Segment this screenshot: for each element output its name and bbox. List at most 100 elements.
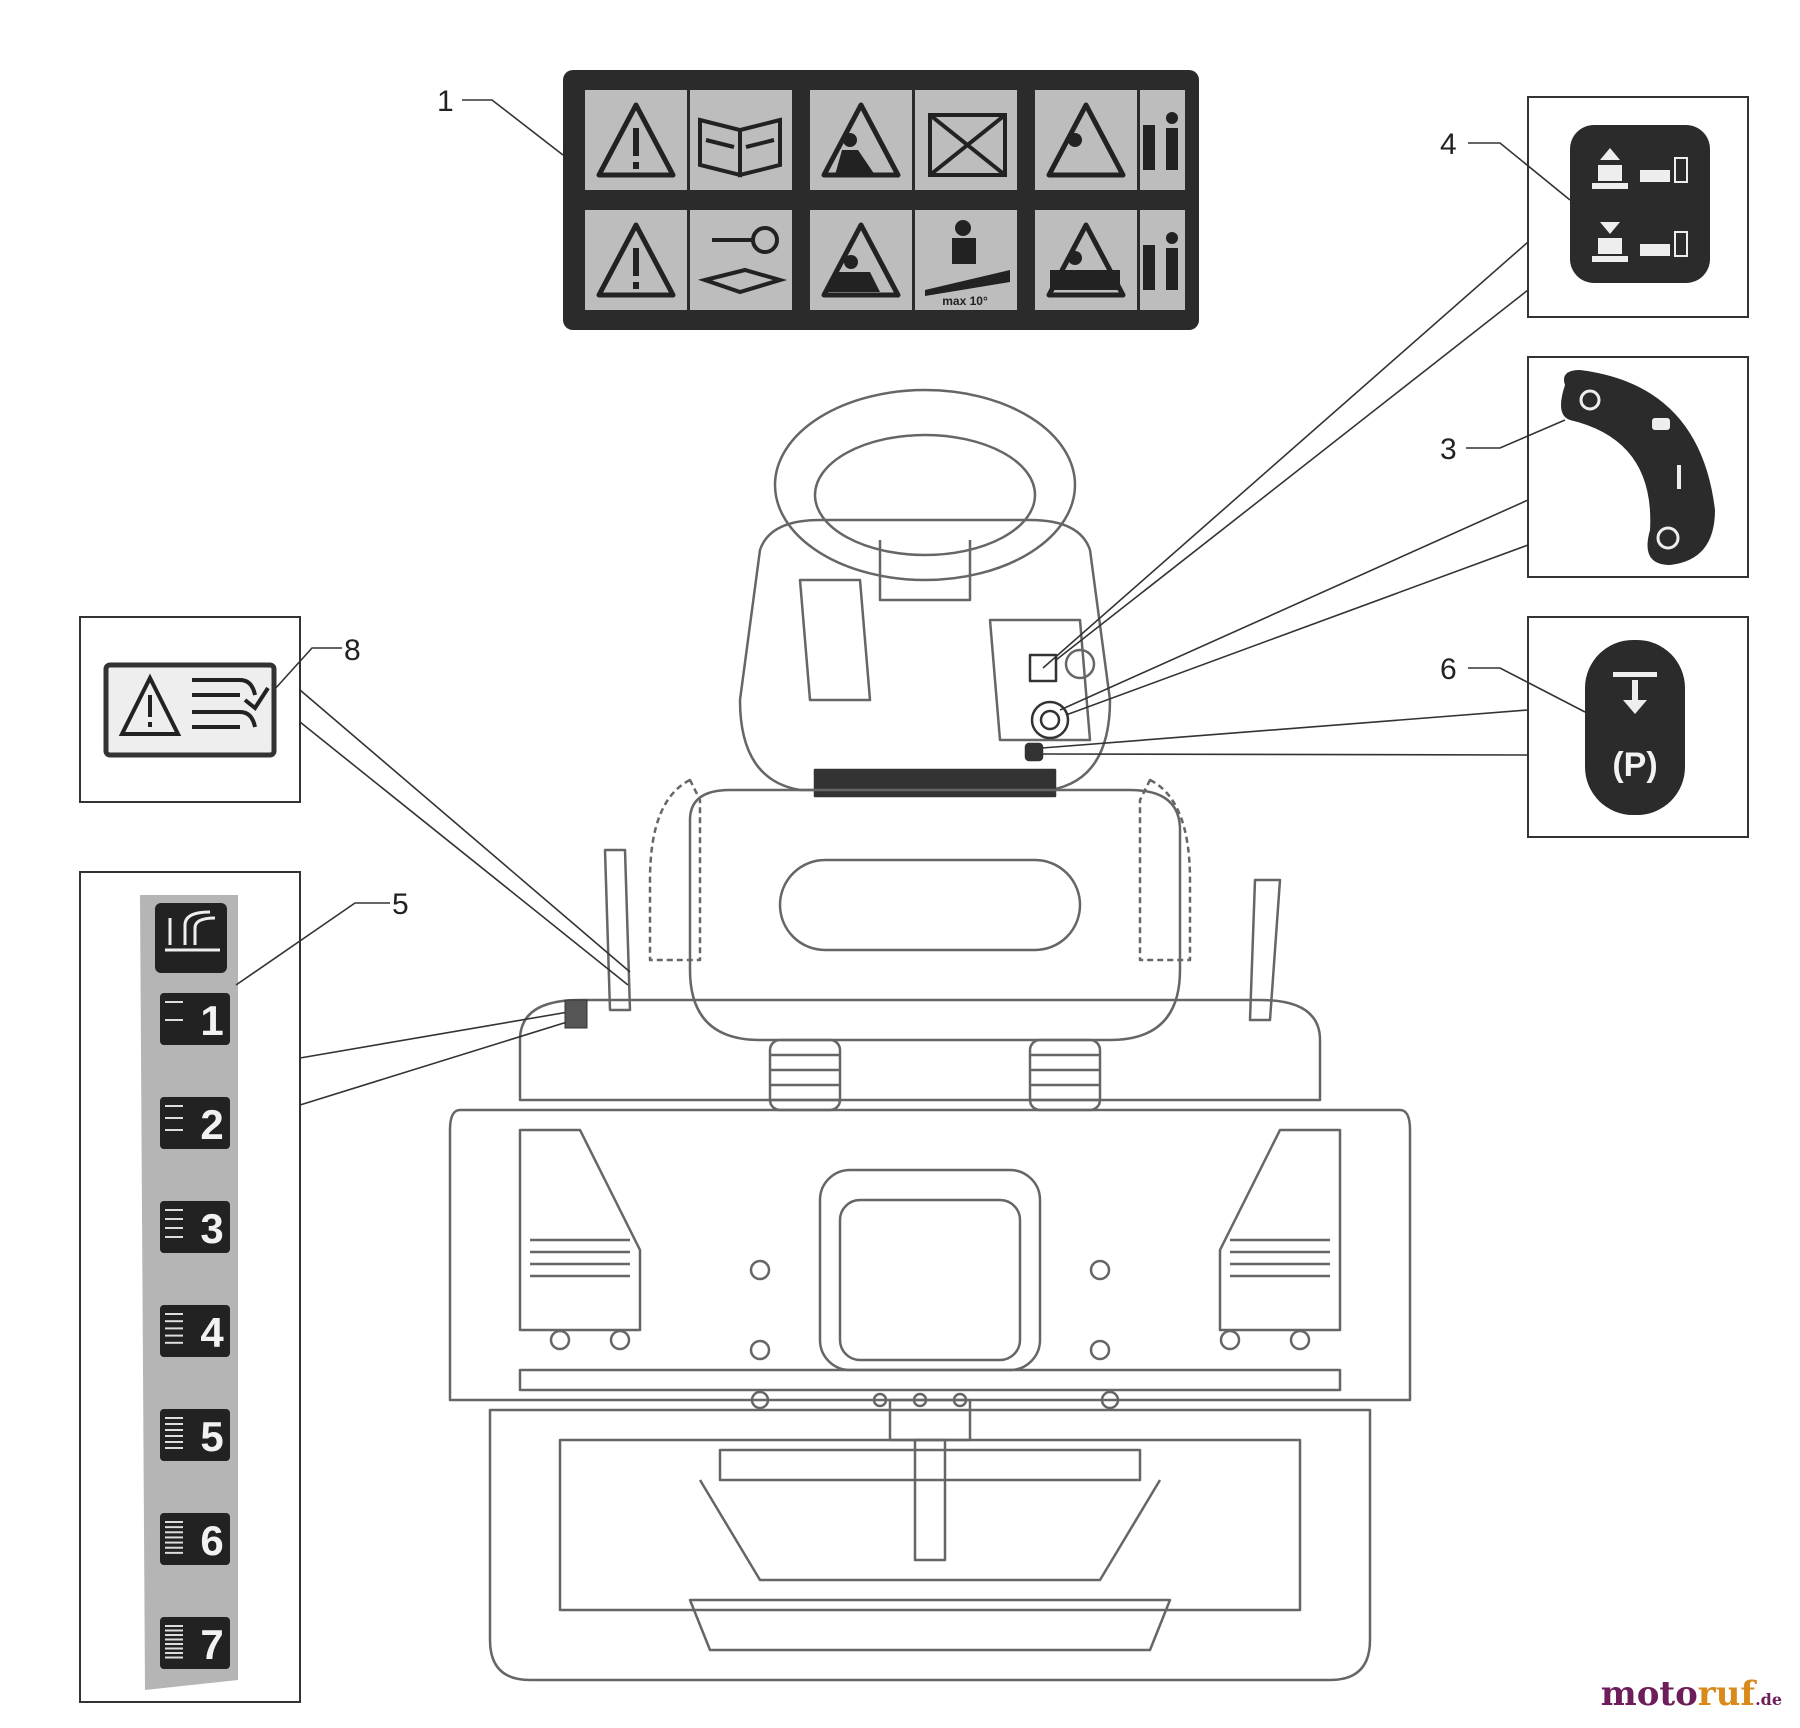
leader-5-b <box>299 1017 581 1106</box>
deck-raise-icon <box>1592 148 1688 189</box>
height-step-label: 4 <box>200 1309 224 1356</box>
slope-limit-label: max 10° <box>942 294 988 308</box>
height-step-bars <box>165 1531 183 1534</box>
height-step-bars <box>165 1656 183 1659</box>
height-step-bars <box>165 1526 183 1529</box>
leader-4 <box>1468 142 1571 201</box>
height-step-badge <box>160 1201 230 1253</box>
height-step-badge <box>160 1097 230 1149</box>
seat-handle <box>778 858 1082 952</box>
hitch-plate <box>518 1368 1342 1392</box>
dash-ignition-3 <box>1030 700 1070 740</box>
bottom-skid <box>688 1598 1172 1652</box>
lower-frame <box>488 1408 1372 1682</box>
height-step-bars <box>165 1227 183 1229</box>
deck-hazard-icon <box>1050 270 1120 290</box>
mower-rear-view <box>448 388 1412 1682</box>
decal-4-badge <box>1570 125 1710 283</box>
height-step-bars <box>165 1129 183 1131</box>
height-step-bars <box>165 1634 183 1636</box>
decal-8-frame <box>79 616 301 803</box>
height-step-bars <box>165 1313 183 1315</box>
decal-5-strip <box>140 895 238 1690</box>
height-step-bars <box>165 1417 183 1419</box>
leader-5-a <box>299 1009 581 1059</box>
thrown-objects-icon <box>835 133 875 175</box>
dash-park-6 <box>1024 742 1044 762</box>
height-step-label: 6 <box>200 1517 223 1564</box>
height-step-badge <box>160 1305 230 1357</box>
manual-book-icon <box>698 117 782 178</box>
decal-4-lift-box <box>1527 96 1749 318</box>
height-step-bars <box>165 1541 183 1544</box>
no-passenger-icon <box>928 113 1007 177</box>
dashboard-recess <box>798 578 872 702</box>
height-step-bars <box>165 1209 183 1211</box>
ignition-off-icon <box>1579 389 1601 411</box>
leader-3-b <box>1065 544 1529 716</box>
left-lever <box>603 848 632 1012</box>
tow-bar <box>913 1438 947 1562</box>
height-step-label: 2 <box>200 1101 223 1148</box>
leader-8-b <box>299 721 629 986</box>
height-step-bars <box>165 1341 183 1344</box>
bolts <box>549 1259 1311 1410</box>
height-step-bars <box>165 1117 183 1119</box>
height-step-bars <box>165 1334 183 1337</box>
height-step-badge <box>160 993 230 1045</box>
decal-3-plate <box>1561 370 1715 565</box>
leader-8-a <box>299 689 631 973</box>
height-step-label: 3 <box>200 1205 223 1252</box>
height-step-bars <box>165 1001 183 1003</box>
height-step-bars <box>165 1447 183 1449</box>
leader-3-a <box>1059 499 1529 711</box>
height-step-bars <box>165 1638 183 1641</box>
decal-4-frame <box>1527 96 1749 318</box>
leader-5 <box>235 902 390 986</box>
slope-operator-icon <box>925 220 1010 296</box>
seat-back <box>688 788 1182 1042</box>
height-step-bars <box>165 1536 183 1539</box>
leader-6 <box>1468 667 1586 713</box>
decal-5-frame <box>79 871 301 1703</box>
watermark-logo: motoruf.de <box>1601 1674 1782 1714</box>
steering-column <box>878 540 972 602</box>
callout-3: 3 <box>1440 433 1457 466</box>
right-front-tire <box>1138 778 1192 962</box>
height-step-bars <box>165 1521 183 1523</box>
height-step-bars <box>165 1625 183 1627</box>
height-step-bars <box>165 1551 183 1554</box>
rear-body <box>448 1108 1412 1402</box>
height-step-bars <box>165 1320 183 1323</box>
leader-4-b <box>1055 289 1529 661</box>
callout-1: 1 <box>437 85 454 118</box>
decal-6-frame <box>1527 616 1749 838</box>
watermark-accent: ruf <box>1697 1674 1756 1714</box>
ignition-on-icon <box>1677 465 1681 489</box>
callout-5: 5 <box>392 888 409 921</box>
left-vents <box>530 1238 630 1278</box>
rear-fender <box>518 998 1322 1102</box>
height-step-bars <box>165 1643 183 1645</box>
leader-6-a <box>1041 709 1529 749</box>
dashboard-panel <box>988 618 1092 742</box>
height-step-bars <box>165 1218 183 1220</box>
brake-press-icon <box>1613 672 1657 714</box>
right-lever <box>1248 878 1282 1022</box>
decal-3-frame <box>1527 356 1749 578</box>
leader-8 <box>273 647 342 691</box>
decal-6-parking-box: (P) <box>1527 616 1749 838</box>
axle-shroud <box>698 1479 1162 1582</box>
deck-height-icon <box>192 678 270 729</box>
lower-frame-inner <box>558 1438 1302 1612</box>
decal-1-warning-panel: max 10° <box>563 70 1199 330</box>
rear-frame-left <box>518 1128 642 1332</box>
height-step-label: 7 <box>200 1621 223 1668</box>
dash-switch-4 <box>1028 653 1058 683</box>
decal-3-ignition-box <box>1527 356 1749 578</box>
dashboard <box>738 518 1112 792</box>
watermark-tld: .de <box>1755 1690 1782 1709</box>
parking-brake-label: (P) <box>1612 746 1657 784</box>
